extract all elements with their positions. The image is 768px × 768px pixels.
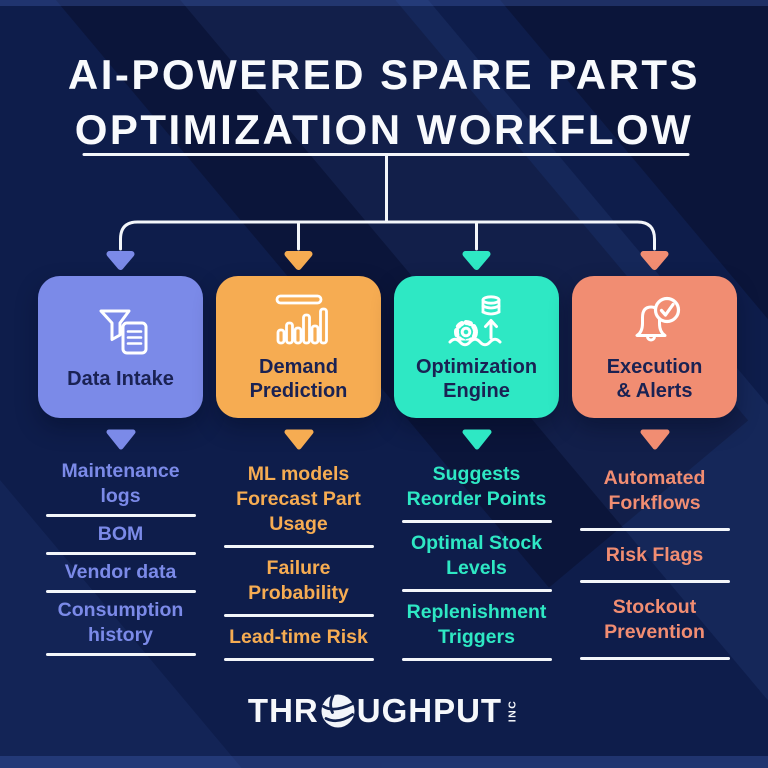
- list-item: Optimal Stock Levels: [410, 532, 543, 579]
- connector-branch: [119, 220, 656, 251]
- bell-check-icon: [635, 296, 680, 342]
- list-item: Risk Flags: [605, 544, 704, 566]
- stage-box-demand-prediction: Demand Prediction: [216, 276, 381, 418]
- bar-chart-icon: [275, 294, 328, 345]
- stage-box-data-intake: Data Intake: [38, 276, 203, 418]
- title-line-2: OPTIMIZATION WORKFLOW: [74, 106, 694, 153]
- list-item: Vendor data: [64, 561, 177, 583]
- list-item: Failure Probability: [248, 557, 349, 604]
- arrow-down-icon: [284, 251, 313, 270]
- logo-text-prefix: THR: [247, 692, 319, 729]
- arrow-down-icon: [462, 251, 491, 270]
- arrow-down-icon: [284, 429, 313, 450]
- arrow-down-icon: [640, 429, 669, 450]
- bottom-edge-band: [0, 756, 768, 768]
- list-item: ML models Forecast Part Usage: [236, 463, 361, 535]
- globe-icon: [320, 693, 356, 729]
- stage-label: Optimization Engine: [415, 356, 538, 402]
- page-title: AI-POWERED SPARE PARTS OPTIMIZATION WORK…: [0, 47, 768, 157]
- stage-box-execution-alerts: Execution & Alerts: [572, 276, 737, 418]
- list-item: Automated Forkflows: [603, 467, 706, 514]
- separator-line: [579, 580, 730, 583]
- separator-line: [401, 520, 552, 523]
- separator-line: [45, 552, 196, 555]
- arrow-down-icon: [106, 251, 135, 270]
- list-item: Maintenance logs: [61, 460, 180, 507]
- throughput-logo: THR UGHPUT INC: [0, 692, 768, 730]
- connector-lines: [82, 153, 690, 270]
- separator-line: [579, 528, 730, 531]
- separator-line: [45, 590, 196, 593]
- separator-line: [45, 653, 196, 656]
- arrow-down-icon: [106, 429, 135, 450]
- list-item: Consumption history: [57, 599, 184, 646]
- gear-database-icon: [448, 295, 501, 347]
- top-edge-band: [0, 0, 768, 6]
- separator-line: [45, 514, 196, 517]
- list-item: Lead-time Risk: [229, 626, 368, 648]
- title-line-1: AI-POWERED SPARE PARTS: [67, 51, 701, 98]
- separator-line: [223, 614, 374, 617]
- separator-line: [401, 658, 552, 661]
- stage-label: Data Intake: [67, 368, 174, 390]
- stage-label: Demand Prediction: [249, 356, 348, 402]
- separator-line: [579, 657, 730, 660]
- separator-line: [223, 658, 374, 661]
- stage-label: Execution & Alerts: [606, 356, 703, 402]
- stage-box-optimization-engine: Optimization Engine: [394, 276, 559, 418]
- logo-text-rest: UGHPUT: [356, 692, 503, 729]
- list-item: Suggests Reorder Points: [406, 463, 547, 510]
- logo-inc-suffix: INC: [506, 699, 519, 723]
- separator-line: [401, 589, 552, 592]
- stage-column-optimization-engine: Optimization Engine Suggests Reorder Poi…: [394, 276, 559, 661]
- arrow-down-icon: [640, 251, 669, 270]
- list-item: Stockout Prevention: [604, 596, 705, 643]
- list-item: BOM: [97, 523, 144, 545]
- arrow-down-icon: [462, 429, 491, 450]
- stage-column-demand-prediction: Demand Prediction ML models Forecast Par…: [216, 276, 381, 661]
- list-item: Replenishment Triggers: [406, 601, 547, 648]
- separator-line: [223, 545, 374, 548]
- funnel-document-icon: [99, 309, 147, 355]
